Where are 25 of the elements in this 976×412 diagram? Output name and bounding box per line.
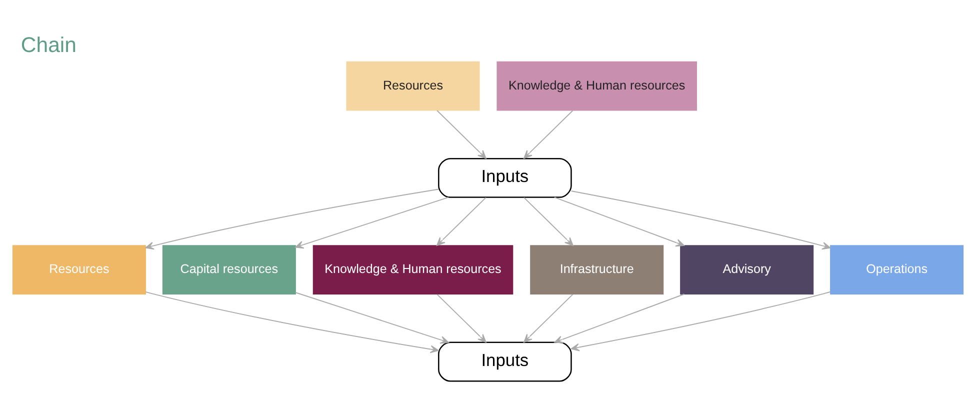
node-box: Advisory	[680, 245, 814, 295]
node-box: Resources	[12, 245, 146, 295]
arrow	[145, 291, 439, 354]
arrow	[570, 190, 831, 250]
arrow	[295, 292, 449, 344]
arrow	[436, 197, 486, 246]
node-box: Knowledge & Human resources	[312, 245, 514, 295]
node-box: Operations	[830, 245, 964, 295]
arrow	[295, 196, 449, 249]
arrow	[436, 110, 486, 159]
arrow	[524, 197, 574, 246]
arrow	[524, 294, 574, 343]
node-box: Resources	[346, 61, 480, 111]
arrow	[554, 294, 685, 344]
arrow	[145, 188, 439, 250]
node-box: Inputs	[438, 158, 572, 198]
node-box: Inputs	[438, 342, 572, 382]
arrow	[570, 291, 831, 352]
arrow	[524, 110, 574, 159]
node-box: Capital resources	[162, 245, 296, 295]
diagram-title: Chain	[20, 32, 77, 57]
node-box: Infrastructure	[530, 245, 664, 295]
node-box: Knowledge & Human resources	[496, 61, 697, 111]
arrow	[436, 294, 486, 343]
arrow	[554, 196, 684, 247]
